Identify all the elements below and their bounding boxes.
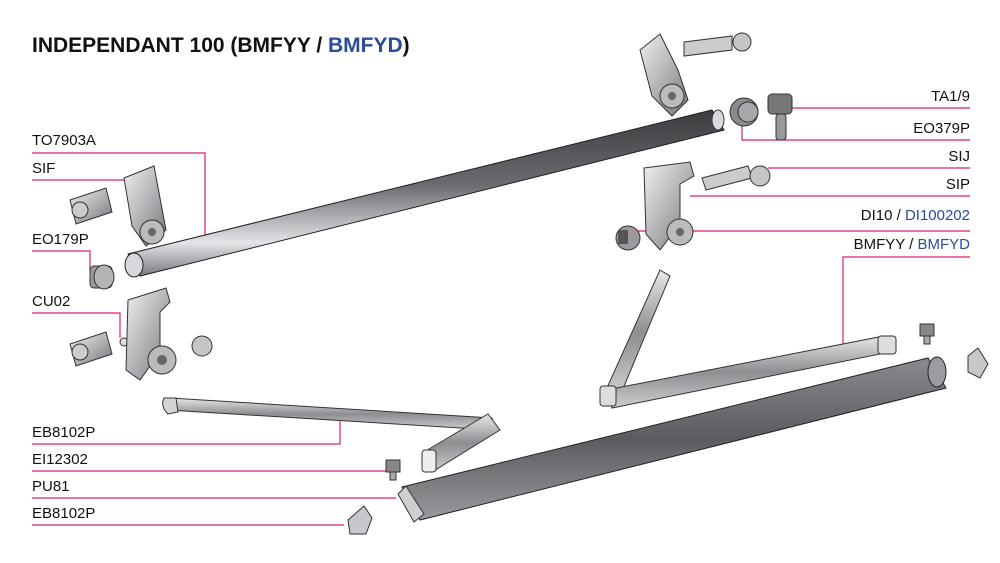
connector-ei12302 bbox=[385, 459, 401, 481]
bracket-cu02 bbox=[69, 287, 213, 381]
label-bmfyy: BMFYY / BMFYD bbox=[854, 237, 970, 253]
page-title: INDEPENDANT 100 (BMFYY / BMFYD) bbox=[32, 34, 410, 58]
leader-cu02 bbox=[32, 312, 121, 338]
label-eb8102p-1: EB8102P bbox=[32, 424, 96, 441]
leader-eo379p bbox=[741, 120, 970, 141]
label-bmfyy-main: BMFYY / bbox=[853, 236, 918, 253]
leader-eb8102p-1 bbox=[32, 419, 341, 445]
endpiece-eb8102p bbox=[347, 505, 373, 535]
bracket-sij bbox=[701, 165, 771, 191]
leader-to7903a bbox=[32, 152, 206, 236]
label-di10-main: DI10 / bbox=[860, 207, 905, 224]
title-main: INDEPENDANT 100 (BMFYY / bbox=[32, 34, 328, 57]
label-ta19: TA1/9 bbox=[931, 88, 970, 105]
leader-bmfyy bbox=[842, 256, 970, 345]
title-close: ) bbox=[402, 34, 410, 57]
endpiece-right bbox=[967, 347, 989, 379]
label-sip: SIP bbox=[945, 176, 970, 193]
label-di10-alt: DI100202 bbox=[904, 207, 970, 224]
label-pu81: PU81 bbox=[32, 478, 70, 495]
part-ta19 bbox=[767, 93, 793, 141]
bracket-sip bbox=[643, 161, 695, 251]
label-ei12302: EI12302 bbox=[32, 451, 88, 468]
right-arm bbox=[599, 269, 897, 409]
roller-tube-upper bbox=[124, 109, 725, 278]
title-alt: BMFYD bbox=[328, 34, 403, 57]
label-eb8102p-2: EB8102P bbox=[32, 505, 96, 522]
left-arm bbox=[162, 397, 501, 473]
leader-eo179p bbox=[32, 250, 91, 270]
endcap-eo379p bbox=[729, 97, 759, 127]
bracket-sif bbox=[69, 165, 167, 247]
label-sij: SIJ bbox=[948, 148, 970, 165]
label-to7903a: TO7903A bbox=[32, 132, 96, 149]
label-di10: DI10 / DI100202 bbox=[861, 208, 970, 224]
connector-right bbox=[919, 323, 935, 345]
small-parts bbox=[69, 32, 989, 535]
label-eo179p: EO179P bbox=[32, 231, 89, 248]
label-bmfyy-alt: BMFYD bbox=[917, 236, 971, 253]
label-cu02: CU02 bbox=[32, 293, 71, 310]
front-bar bbox=[397, 356, 947, 523]
label-sif: SIF bbox=[32, 160, 56, 177]
label-eo379p: EO379P bbox=[913, 120, 970, 137]
part-di10 bbox=[615, 225, 641, 251]
endcap-eo179p bbox=[89, 264, 115, 290]
bracket-top-right bbox=[639, 32, 752, 117]
